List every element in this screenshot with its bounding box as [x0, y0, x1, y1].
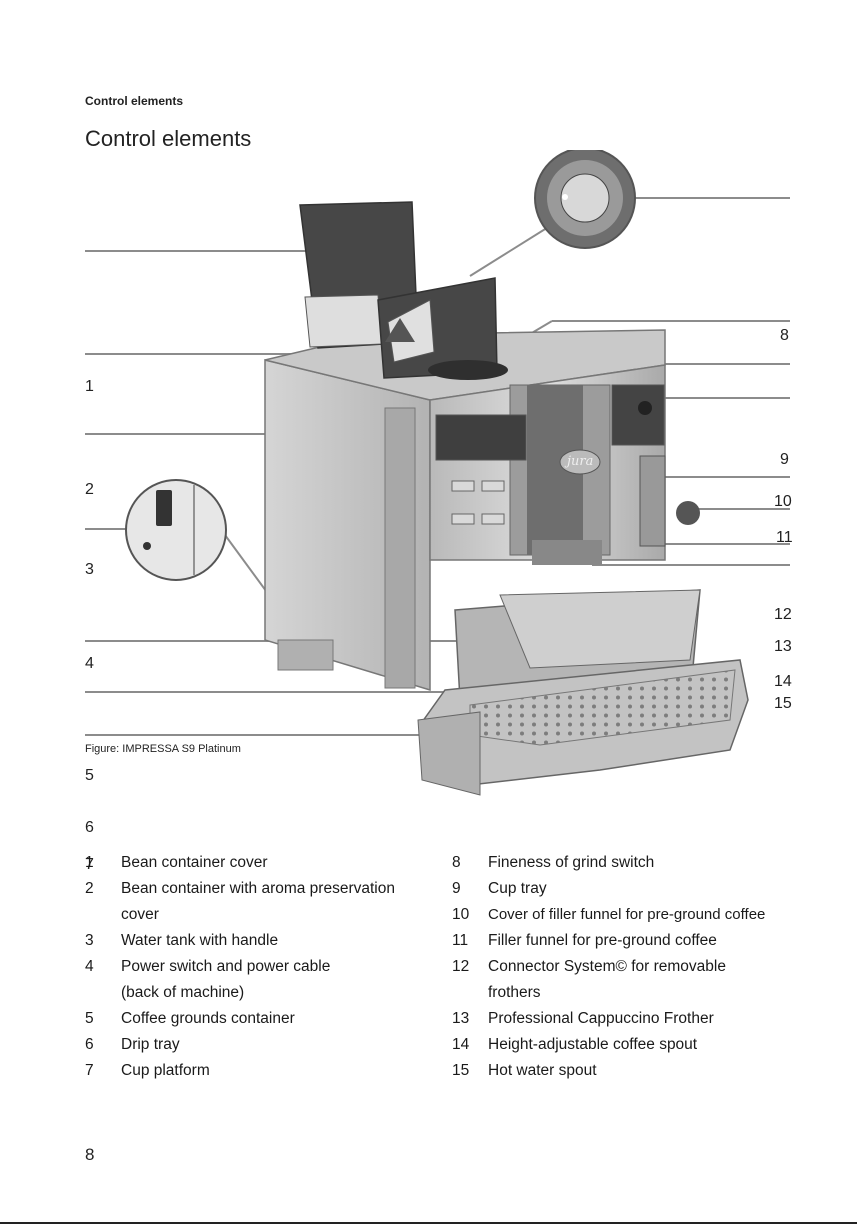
legend-number: 11 [452, 932, 469, 949]
callout-14: 14 [774, 673, 792, 690]
legend-item: 14 Height-adjustable coffee spout [452, 1032, 812, 1058]
legend-number: 7 [85, 1062, 94, 1079]
legend-text: Drip tray [121, 1036, 180, 1053]
legend-item: 12 Connector System© for removable frothe… [452, 954, 812, 1006]
legend-text: Bean container with aroma preservation c… [121, 880, 395, 923]
page-number: 8 [85, 1145, 95, 1164]
callout-13: 13 [774, 638, 792, 655]
figure-caption: Figure: IMPRESSA S9 Platinum [85, 743, 241, 755]
legend-item: 13 Professional Cappuccino Frother [452, 1006, 812, 1032]
coffee-machine-illustration [85, 147, 790, 796]
legend-item: 9 Cup tray [452, 876, 812, 902]
legend-text: Power switch and power cable (back of ma… [121, 958, 331, 1001]
callout-5: 5 [85, 767, 94, 784]
legend-number: 1 [85, 854, 94, 871]
page-title: Control elements [85, 126, 252, 151]
legend-number: 13 [452, 1010, 470, 1027]
legend-text: Bean container cover [121, 854, 268, 871]
callout-15: 15 [774, 695, 792, 712]
drip-tray-area [417, 589, 749, 796]
legend-number: 6 [85, 1036, 94, 1053]
legend-text: Hot water spout [488, 1062, 597, 1079]
legend-number: 12 [452, 958, 470, 975]
brand-logo: jura [567, 454, 594, 469]
machine-figure: 1 2 3 4 5 6 7 8 9 10 11 12 13 14 15 jura [0, 147, 857, 873]
legend-item: 11 Filler funnel for pre-ground coffee [452, 928, 812, 954]
legend-number: 2 [85, 880, 94, 897]
legend-text: Filler funnel for pre-ground coffee [488, 932, 717, 949]
legend-item: 10 Cover of filler funnel for pre-ground … [452, 902, 812, 928]
legend-item: 8 Fineness of grind switch [452, 850, 812, 876]
legend-text: Cup platform [121, 1062, 210, 1079]
legend-item: 6 Drip tray [85, 1032, 435, 1058]
legend-text: Professional Cappuccino Frother [488, 1010, 714, 1027]
legend-number: 10 [452, 906, 470, 923]
legend-item: 1 Bean container cover [85, 850, 435, 876]
legend-item: 7 Cup platform [85, 1058, 435, 1084]
callout-2: 2 [85, 481, 94, 498]
callout-4: 4 [85, 655, 94, 672]
legend-left-column: 1 Bean container cover 2 Bean container wi… [85, 850, 435, 1084]
legend-item: 15 Hot water spout [452, 1058, 812, 1084]
legend-number: 3 [85, 932, 94, 949]
legend-text: Height-adjustable coffee spout [488, 1036, 698, 1053]
running-header: Control elements [85, 94, 184, 108]
legend-number: 15 [452, 1062, 470, 1079]
legend-number: 14 [452, 1036, 470, 1053]
callout-1: 1 [85, 378, 94, 395]
callout-9: 9 [780, 451, 789, 468]
legend-item: 2 Bean container with aroma preservation … [85, 876, 435, 928]
machine-body [264, 201, 700, 692]
legend-text: Fineness of grind switch [488, 854, 655, 871]
callout-7: 7 [85, 856, 94, 873]
legend-item: 4 Power switch and power cable (back of m… [85, 954, 435, 1006]
callout-11: 11 [776, 529, 793, 546]
callout-12: 12 [774, 606, 792, 623]
legend-item: 3 Water tank with handle [85, 928, 435, 954]
legend-number: 4 [85, 958, 94, 975]
callout-10: 10 [774, 493, 792, 510]
legend-item: 5 Coffee grounds container [85, 1006, 435, 1032]
callout-6: 6 [85, 819, 94, 836]
callout-8: 8 [780, 327, 789, 344]
legend-number: 9 [452, 880, 461, 897]
bottom-rule [0, 1222, 857, 1224]
legend-text: Connector System© for removable frothers [488, 958, 726, 1001]
legend-number: 5 [85, 1010, 94, 1027]
legend-text: Cover of filler funnel for pre-ground co… [488, 906, 766, 923]
power-switch-inset [125, 479, 227, 581]
legend-text: Water tank with handle [121, 932, 279, 949]
legend-text: Coffee grounds container [121, 1010, 295, 1027]
legend-number: 8 [452, 854, 461, 871]
callout-3: 3 [85, 561, 94, 578]
grind-switch-inset [534, 147, 636, 249]
legend-text: Cup tray [488, 880, 547, 897]
